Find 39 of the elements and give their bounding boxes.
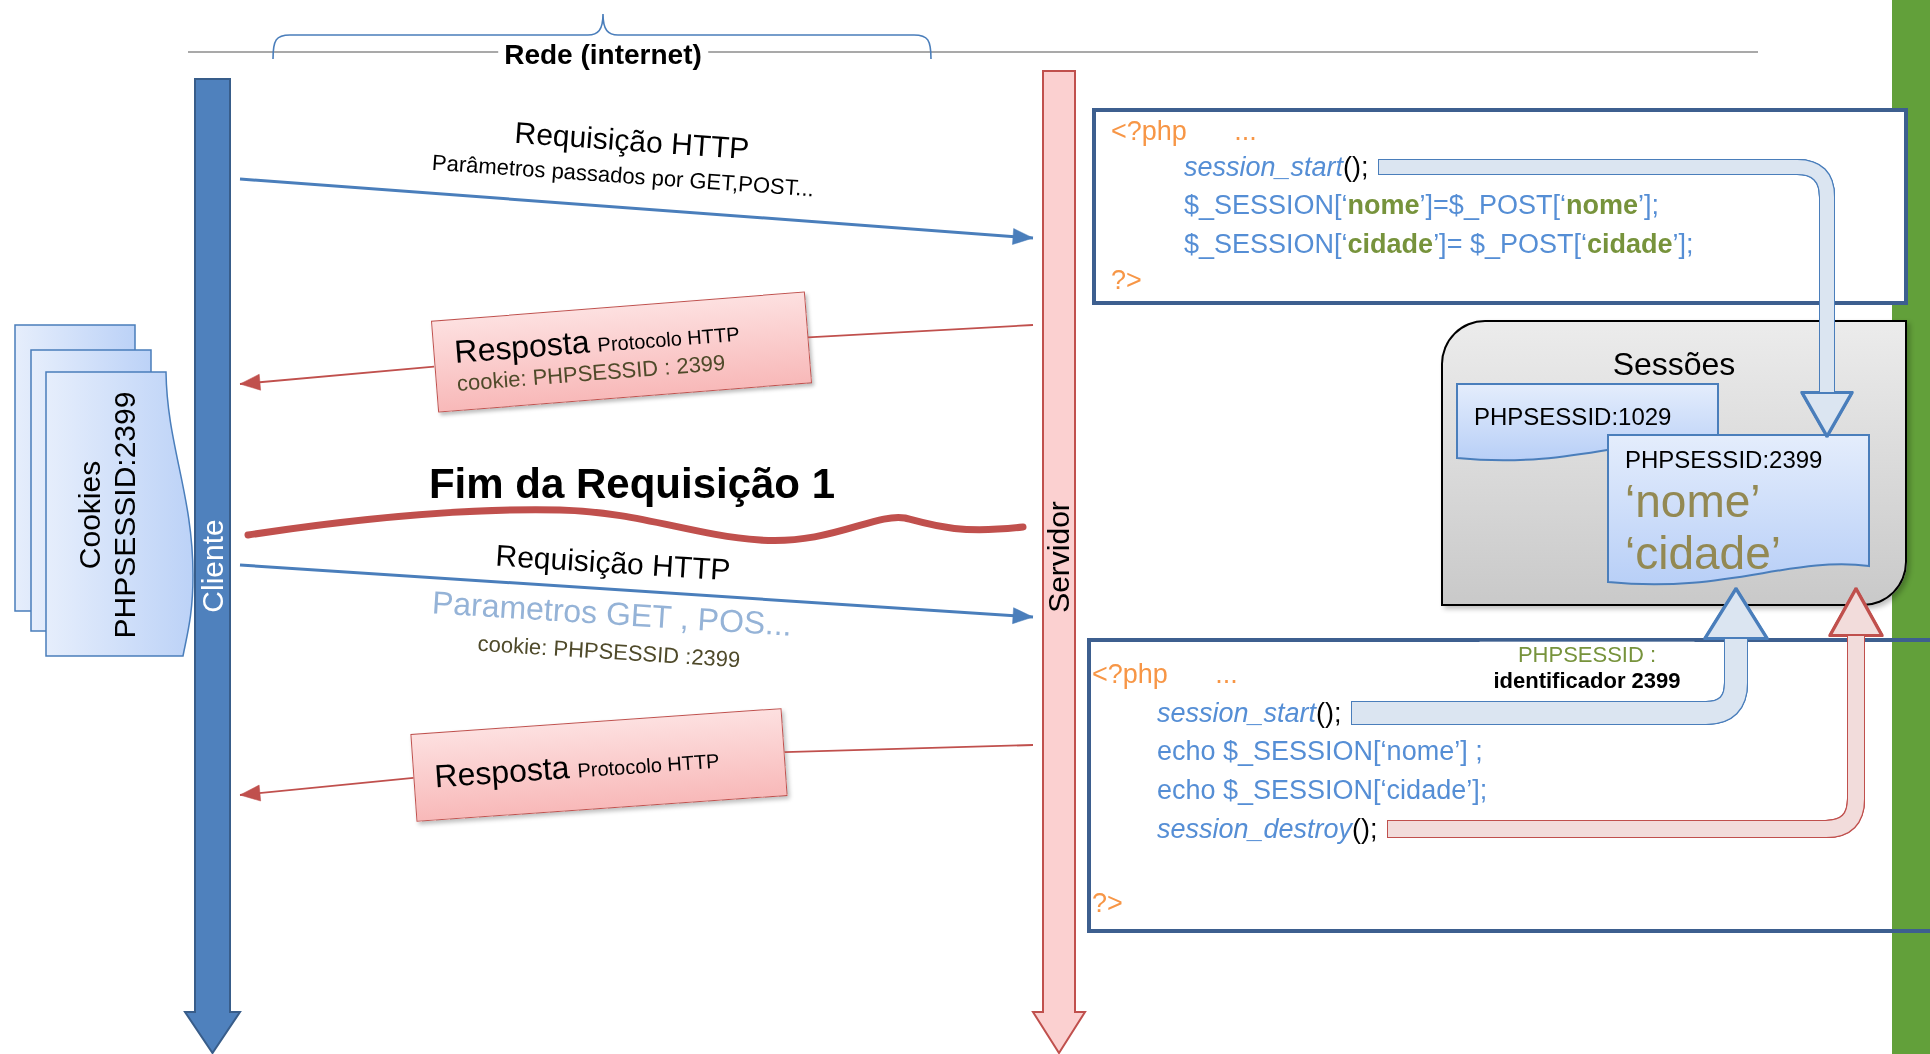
lifeline-label: Cliente — [195, 519, 230, 613]
code-line: $_SESSION[‘nome’]=$_POST[‘nome’]; — [1184, 186, 1659, 224]
code-panel — [1092, 108, 1908, 305]
edge-label: Requisição HTTP — [494, 537, 732, 589]
block-arrow — [1388, 589, 1882, 837]
session-id: PHPSESSID:2399 — [1625, 445, 1823, 475]
block-arrow — [1379, 160, 1852, 436]
sessions-panel — [1441, 320, 1907, 606]
lifeline-label: Servidor — [1041, 501, 1076, 613]
server-lifeline — [1033, 71, 1085, 1054]
stack-label: Cookies — [72, 459, 107, 572]
code-line: ?> — [1092, 884, 1123, 922]
separator-heading: Fim da Requisição 1 — [428, 460, 836, 508]
code-line: <?php ... — [1111, 112, 1257, 150]
connector-line — [807, 324, 1034, 339]
code-line: echo $_SESSION[‘cidade’]; — [1157, 771, 1488, 809]
code-line: session_start(); — [1184, 148, 1379, 186]
client-lifeline — [185, 79, 240, 1054]
cookie-id: PHPSESSID:2399 — [107, 391, 141, 639]
session-id: PHPSESSID:1029 — [1474, 402, 1672, 432]
cookie-stack — [15, 325, 195, 657]
arrow — [239, 365, 435, 391]
protocol-note: Protocolo HTTP — [596, 322, 740, 356]
arrow — [239, 177, 1034, 245]
panel-title: Sessões — [1611, 345, 1737, 384]
response-title: Resposta — [433, 748, 571, 795]
code-line: $_SESSION[‘cidade’]= $_POST[‘cidade’]; — [1184, 225, 1694, 263]
arrow — [239, 777, 415, 802]
code-line: <?php ... — [1092, 655, 1238, 693]
protocol-note: Protocolo HTTP — [576, 749, 721, 782]
session-variable: ‘cidade’ — [1625, 527, 1782, 579]
code-line: session_start(); — [1157, 694, 1352, 732]
session-variable: ‘nome’ — [1625, 475, 1762, 527]
code-line: ?> — [1111, 261, 1142, 299]
code-line: session_destroy(); — [1157, 810, 1388, 848]
arrow — [239, 563, 1034, 624]
block-arrow — [1352, 589, 1767, 724]
connector-line — [783, 744, 1034, 753]
code-line: echo $_SESSION[‘nome’] ; — [1157, 732, 1483, 770]
